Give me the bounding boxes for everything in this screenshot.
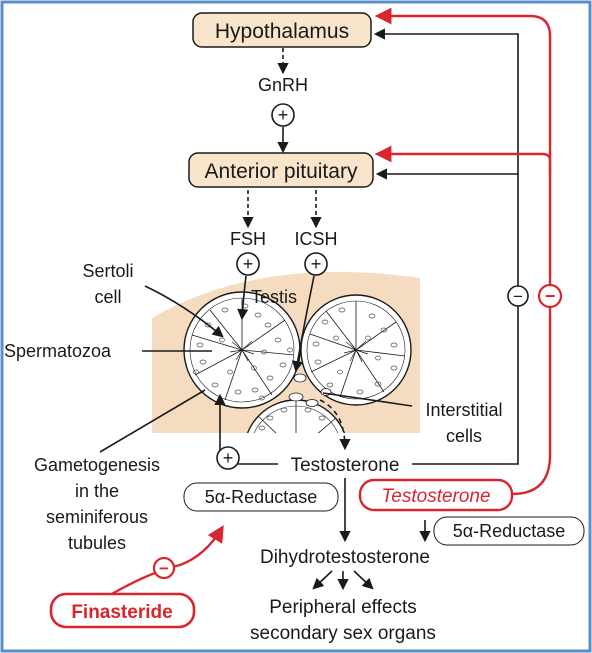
svg-text:+: + (278, 105, 289, 125)
interstitial-to-testosterone-arrow (319, 399, 351, 451)
finasteride-inhibition-arrow (109, 525, 224, 597)
gametogenesis-pointer (99, 389, 206, 453)
testis-illustration (152, 271, 420, 433)
reductase-right-label: 5α-Reductase (453, 521, 565, 541)
testosterone-drug-to-hypothalamus-arrow (374, 7, 552, 496)
dht-effects-arrow-left (312, 570, 333, 590)
hypothalamus-label: Hypothalamus (215, 20, 349, 43)
svg-text:Peripheral effects: Peripheral effects (269, 597, 417, 618)
svg-text:−: − (159, 559, 169, 578)
gametogenesis-label: Gametogenesis in the seminiferous tubule… (34, 455, 160, 553)
testosterone-plus: + (216, 446, 240, 470)
svg-text:Interstitial: Interstitial (425, 400, 502, 420)
gnrh-plus: + (271, 103, 295, 127)
reductase-left-node: 5α-Reductase (183, 482, 339, 512)
plus-circle-icon (271, 103, 295, 127)
interstitial-cells-label: Interstitial cells (425, 400, 502, 446)
testosterone-drug-label: Testosterone (381, 486, 490, 507)
plus-circle-icon (236, 252, 260, 276)
anterior-pituitary-label: Anterior pituitary (205, 160, 358, 183)
interstitial-pointer (322, 392, 413, 407)
testosterone-drug-node: Testosterone (358, 478, 514, 512)
finasteride-node: Finasteride (49, 592, 196, 629)
plus-circle-icon (304, 252, 328, 276)
testis-label: Testis (251, 287, 297, 307)
svg-text:Sertoli: Sertoli (82, 261, 133, 281)
hypothalamus-node: Hypothalamus (192, 12, 372, 48)
reductase-left-label: 5α-Reductase (205, 487, 317, 507)
icsh-plus: + (304, 252, 328, 276)
icsh-to-interstitial-arrow (292, 275, 315, 373)
finasteride-label: Finasteride (71, 602, 172, 623)
svg-text:secondary sex organs: secondary sex organs (250, 623, 436, 644)
svg-text:+: + (311, 254, 322, 274)
minus-circle-icon (537, 283, 563, 309)
testosterone-label: Testosterone (291, 455, 400, 476)
svg-text:+: + (243, 254, 254, 274)
fsh-to-sertoli-arrow (237, 275, 249, 321)
fsh-plus: + (236, 252, 260, 276)
sertoli-cell-label: Sertoli cell (82, 261, 133, 307)
feedback-pituitary-arrow (375, 168, 519, 465)
svg-text:tubules: tubules (68, 533, 126, 553)
reductase-right-node: 5α-Reductase (433, 516, 585, 546)
sertoli-pointer (144, 285, 224, 338)
svg-text:seminiferous: seminiferous (46, 507, 148, 527)
fsh-label: FSH (230, 229, 266, 249)
svg-text:cell: cell (94, 287, 121, 307)
svg-text:in the: in the (75, 481, 119, 501)
svg-text:+: + (223, 448, 234, 468)
svg-text:Gametogenesis: Gametogenesis (34, 455, 160, 475)
svg-text:cells: cells (446, 426, 482, 446)
plus-circle-icon (216, 446, 240, 470)
dht-effects-arrow-right (353, 570, 374, 590)
minus-circle-icon (507, 285, 529, 307)
peripheral-effects-label: Peripheral effects secondary sex organs (250, 597, 436, 644)
spermatozoa-label: Spermatozoa (4, 341, 112, 361)
icsh-label: ICSH (294, 229, 337, 249)
seminiferous-tubule-right (300, 294, 412, 406)
testosterone-drug-to-pituitary-arrow (374, 145, 552, 175)
dht-label: Dihydrotestosterone (260, 547, 430, 568)
gnrh-label: GnRH (258, 75, 308, 95)
drug-feedback-arrows (109, 7, 552, 597)
svg-text:−: − (545, 286, 556, 306)
feedback-hypothalamus-arrow (373, 28, 519, 174)
anterior-pituitary-node: Anterior pituitary (188, 152, 374, 188)
drug-feedback-minus: − (537, 283, 563, 309)
finasteride-minus: − (152, 556, 176, 580)
svg-text:−: − (513, 287, 523, 306)
minus-circle-icon (152, 556, 176, 580)
feedback-minus: − (507, 285, 529, 307)
